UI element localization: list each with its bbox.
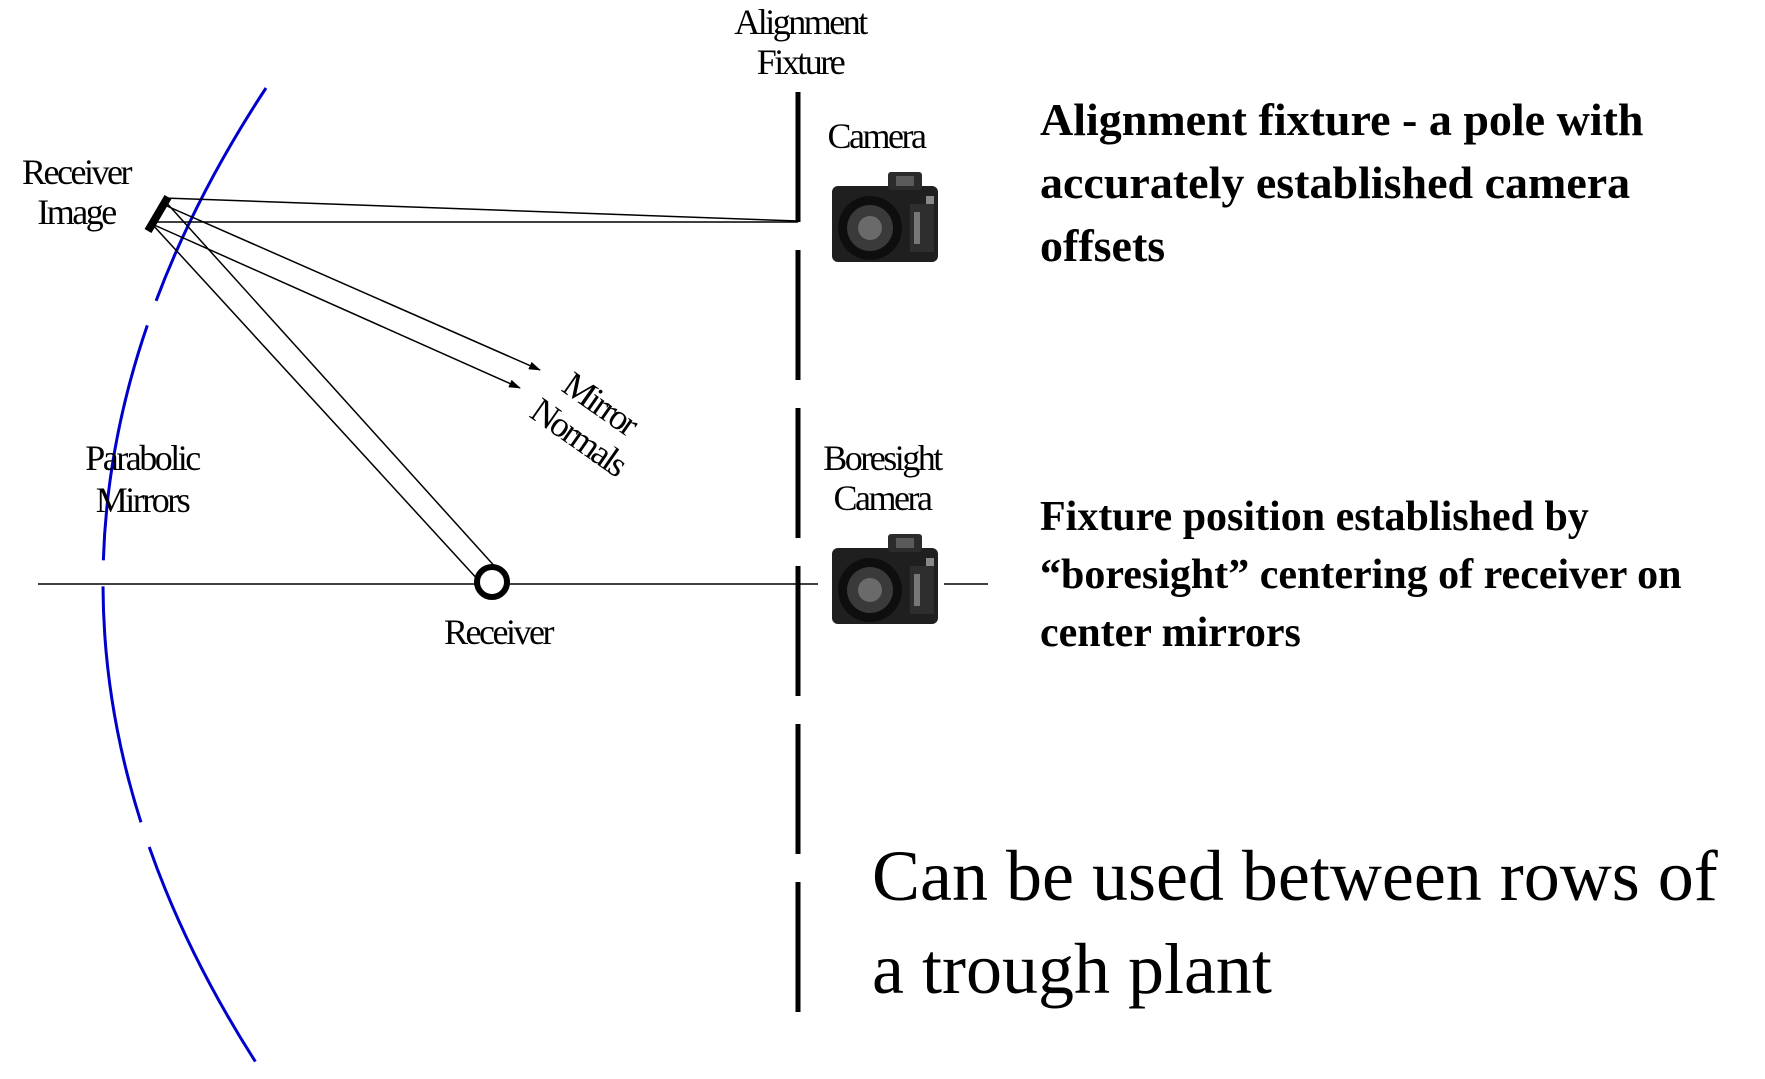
camera-label: Camera <box>828 116 927 156</box>
receiver-label: Receiver <box>444 612 554 652</box>
alignment-fixture-label-line1: Alignment <box>734 2 868 42</box>
receiver-image-label-line1: Receiver <box>22 152 132 192</box>
parabolic-mirror-curve <box>101 87 268 1079</box>
camera-icon <box>832 172 938 262</box>
receiver-circle <box>474 564 510 600</box>
mirror-normal-arrow-lower <box>151 223 521 389</box>
boresight-camera-label-line2: Camera <box>834 478 933 518</box>
fixture-position-note: Fixture position established by “boresig… <box>1040 494 1682 656</box>
ray-to-camera-upper <box>163 197 799 222</box>
parabolic-mirrors-label-line2: Mirrors <box>96 480 190 520</box>
boresight-camera-icon <box>832 534 938 624</box>
receiver-image-mark <box>144 194 172 234</box>
usage-note: Can be used between rows of a trough pla… <box>872 836 1718 1009</box>
ray-to-receiver-lower <box>151 223 481 583</box>
parabolic-mirrors-label-line1: Parabolic <box>85 438 200 478</box>
receiver-image-label-line2: Image <box>37 192 116 232</box>
fixture-description-note: Alignment fixture - a pole with accurate… <box>1040 94 1644 271</box>
alignment-fixture-label-line2: Fixture <box>757 42 845 82</box>
mirror-normal-arrow-upper <box>159 202 541 371</box>
ray-to-receiver-upper <box>163 199 499 571</box>
boresight-camera-label-line1: Boresight <box>823 438 943 478</box>
